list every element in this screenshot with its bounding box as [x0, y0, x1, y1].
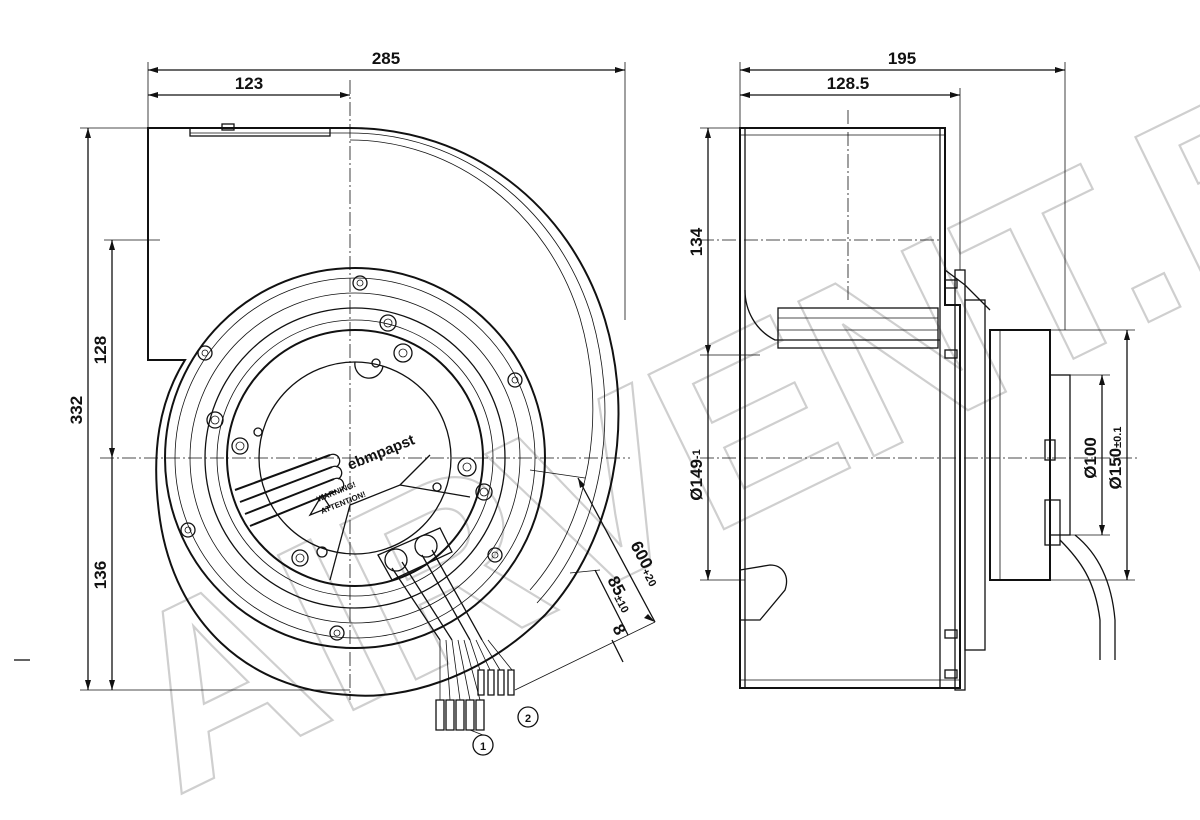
mounting-screws: [180, 275, 523, 641]
dim-d100: Ø100: [1081, 437, 1100, 479]
dim-d149: Ø149-1: [687, 449, 706, 500]
dim-136: 136: [91, 561, 110, 589]
callout-2: [517, 706, 539, 728]
cable-bundle: [377, 527, 515, 731]
warning-triangle-icon: [308, 493, 331, 517]
front-housing-inner: [190, 132, 606, 604]
side-inlet-curve: [744, 289, 940, 341]
dim-128-5: 128.5: [827, 74, 870, 93]
front-top-tab: [221, 123, 235, 131]
front-top-flange: [189, 127, 331, 137]
side-view: [700, 110, 1140, 691]
dim-134: 134: [687, 227, 706, 256]
dim-d150: Ø150±0.1: [1106, 427, 1125, 490]
motor-inner-notch: [354, 361, 384, 379]
side-housing-outline: [739, 127, 961, 689]
motor-label-lines: [234, 453, 471, 581]
dim-128: 128: [91, 336, 110, 364]
dim-332: 332: [67, 396, 86, 424]
side-drain: [739, 564, 788, 621]
svg-text:1: 1: [480, 741, 486, 753]
watermark: AIRVENT.BY: [76, 0, 1200, 820]
dim-195: 195: [888, 49, 916, 68]
side-impeller-band: [777, 307, 939, 349]
front-housing-rim: [349, 139, 594, 591]
side-dimensions: 195 128.5 134 Ø149-1 Ø100 Ø150±0.1: [687, 49, 1135, 581]
watermark-text: AIRVENT.BY: [77, 0, 1200, 820]
svg-text:2: 2: [525, 713, 531, 725]
dim-285: 285: [372, 49, 400, 68]
dim-123: 123: [235, 74, 263, 93]
front-housing-outline: [147, 127, 620, 697]
